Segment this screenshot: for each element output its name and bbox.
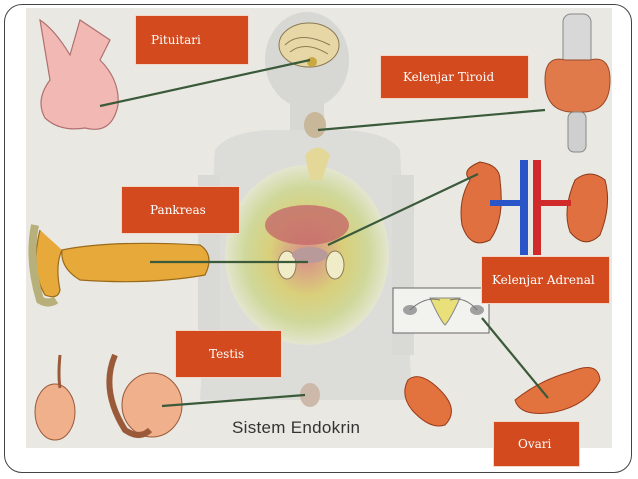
label-pankreas-text: Pankreas — [150, 203, 206, 217]
thyroid-organ-illustration — [544, 13, 611, 153]
label-testis-text: Testis — [209, 347, 245, 361]
leader-line-pituitari — [99, 58, 311, 108]
label-pankreas: Pankreas — [121, 186, 240, 234]
pancreas-organ-illustration — [28, 224, 210, 307]
brain-illustration — [278, 22, 340, 68]
label-kelenjar-tiroid: Kelenjar Tiroid — [380, 55, 529, 99]
label-ovari: Ovari — [493, 421, 580, 467]
ovary-organ-illustration — [392, 287, 490, 334]
body-kidneys — [277, 247, 345, 280]
leader-line-ovari — [481, 317, 549, 399]
label-pituitari-text: Pituitari — [151, 33, 201, 47]
ovary-halves-illustration — [404, 367, 601, 427]
pituitary-organ-illustration — [39, 18, 119, 130]
diagram-caption: Sistem Endokrin — [232, 418, 361, 437]
label-kelenjar-tiroid-text: Kelenjar Tiroid — [403, 70, 495, 84]
leader-lines — [99, 58, 549, 408]
label-ovari-text: Ovari — [518, 437, 552, 451]
adrenal-kidneys-illustration — [460, 160, 609, 255]
label-testis: Testis — [175, 330, 282, 378]
leader-line-tiroid — [317, 108, 546, 132]
label-kelenjar-adrenal-text: Kelenjar Adrenal — [492, 273, 595, 287]
label-kelenjar-adrenal: Kelenjar Adrenal — [481, 256, 610, 304]
leader-line-testis — [161, 393, 306, 408]
label-pituitari: Pituitari — [135, 15, 249, 65]
testis-organ-illustration — [34, 353, 183, 441]
body-testis — [300, 383, 320, 407]
leader-line-adrenal — [327, 173, 479, 246]
thyroid-marker — [304, 112, 326, 138]
thymus-marker — [305, 147, 330, 180]
